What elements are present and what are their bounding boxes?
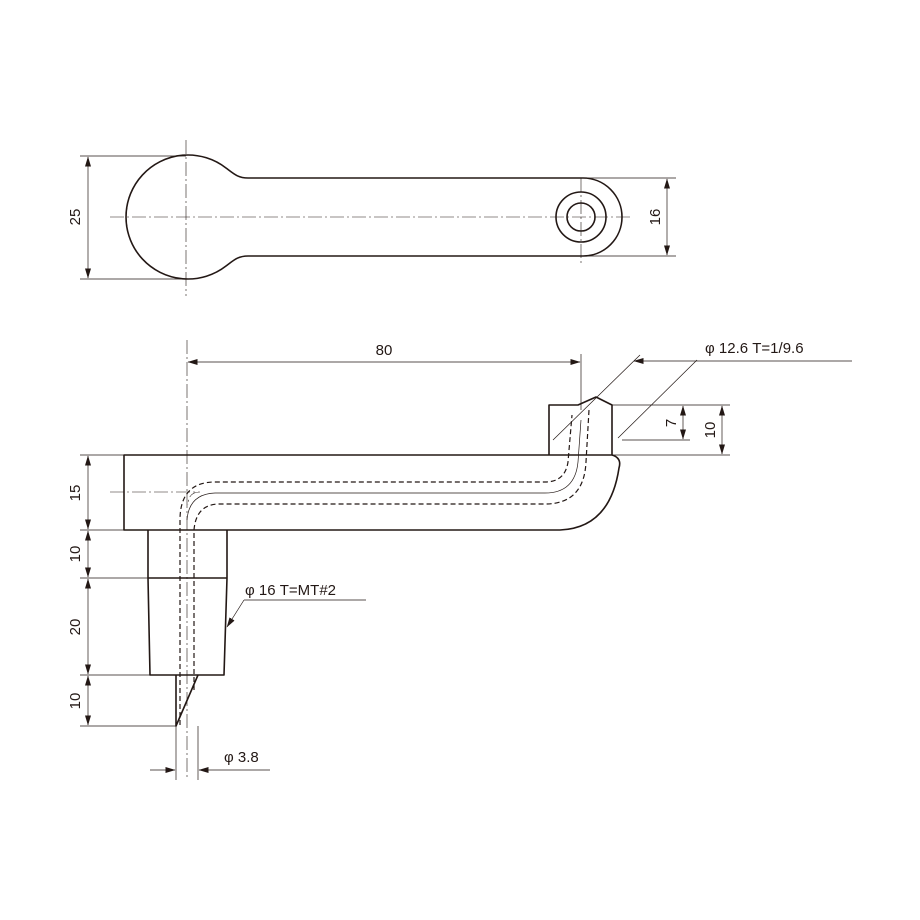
dim-text-16: 16 — [647, 209, 664, 226]
side-view: 80 φ 12.6 T=1/9.6 7 10 15 10 20 10 φ 16 — [67, 340, 852, 780]
hidden-bore-inner — [193, 409, 590, 690]
shank-outline — [147, 530, 228, 676]
dim-text-25: 25 — [67, 209, 84, 226]
dim-text-15: 15 — [67, 485, 84, 502]
side-center-bend — [186, 419, 582, 521]
top-view: 25 16 — [67, 140, 676, 296]
mt-callout-leader — [226, 599, 245, 628]
dim-text-10-neck: 10 — [67, 546, 84, 563]
top-view-outline — [125, 154, 623, 280]
dim-text-10-point: 10 — [67, 693, 84, 710]
dim-text-20: 20 — [67, 619, 84, 636]
dim-text-7: 7 — [663, 419, 680, 427]
callout-bore: φ 3.8 — [224, 749, 259, 766]
callout-taper-shank: φ 16 T=MT#2 — [245, 582, 336, 599]
top-tip-outline — [548, 396, 613, 455]
dim-text-80: 80 — [376, 342, 393, 359]
dim-text-10-tip: 10 — [702, 422, 719, 439]
side-center-arm — [110, 491, 201, 506]
taper-leader-1 — [552, 354, 641, 441]
callout-taper-top: φ 12.6 T=1/9.6 — [705, 340, 804, 357]
arm-outline — [123, 454, 621, 531]
taper-leader-2 — [617, 359, 698, 439]
hidden-bore-outer — [179, 414, 573, 725]
